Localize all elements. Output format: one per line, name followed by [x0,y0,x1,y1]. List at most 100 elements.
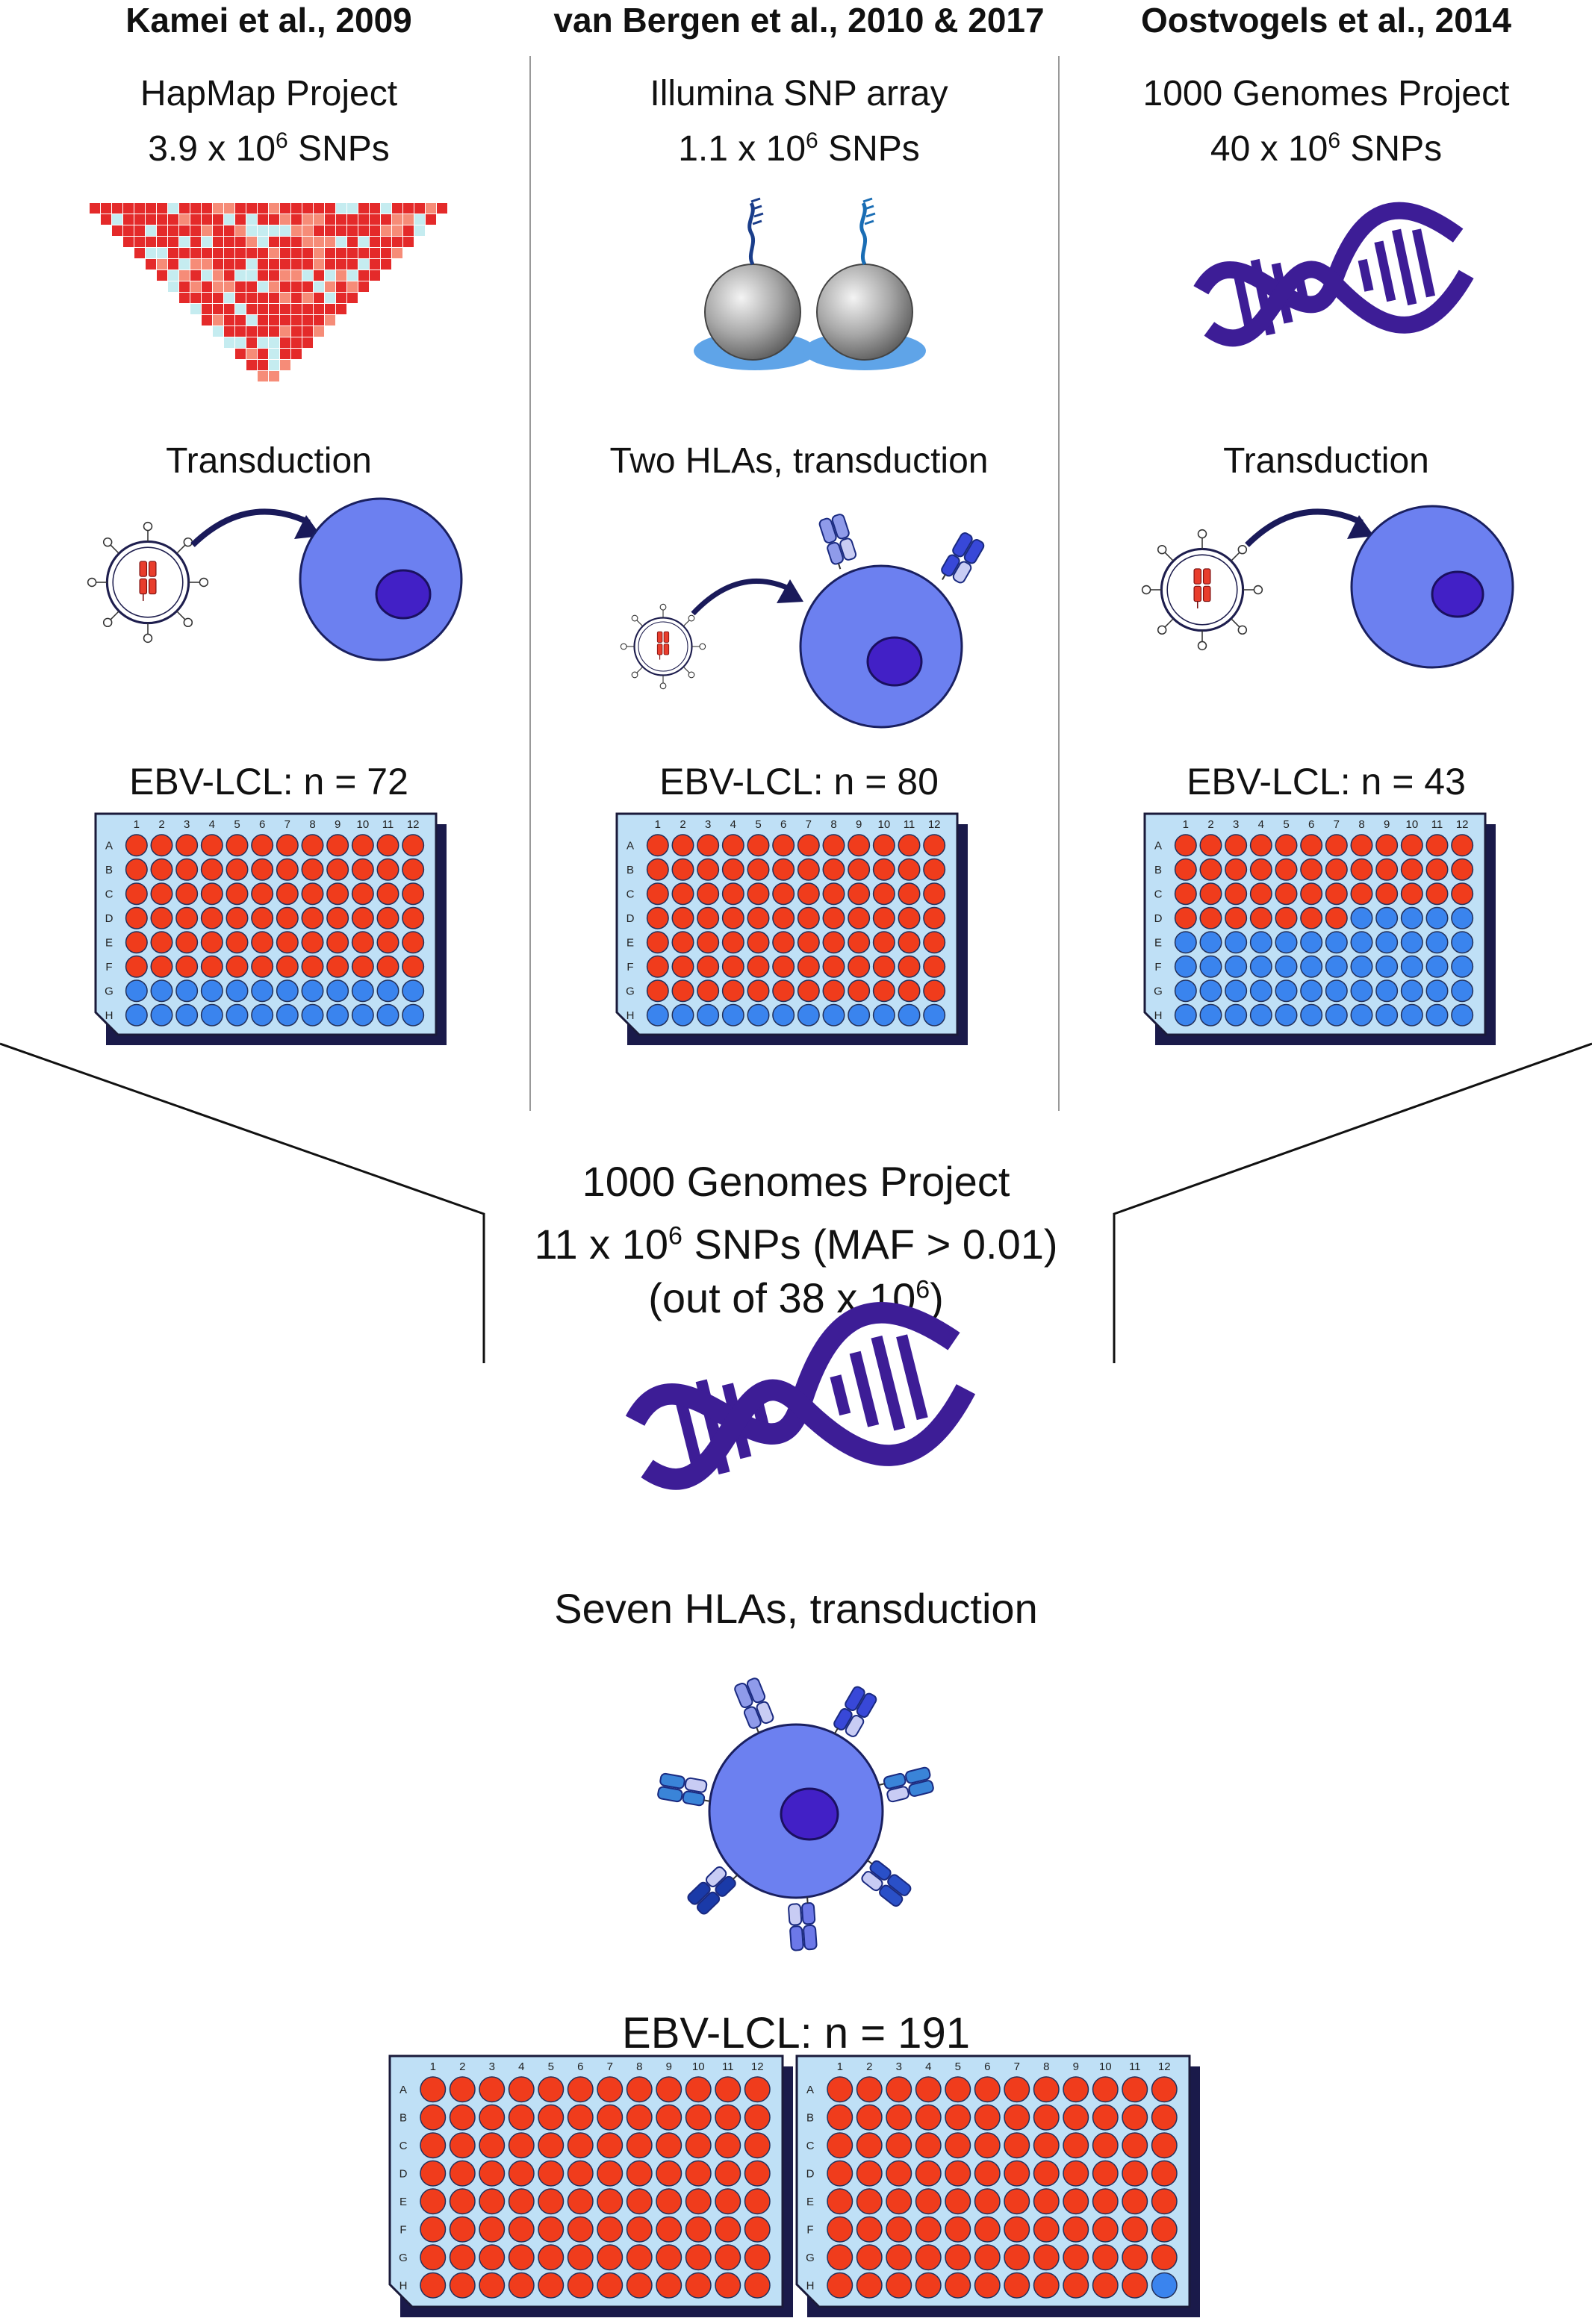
plate-well [1400,858,1423,881]
ld-cell [392,248,402,258]
ld-cell [246,315,257,325]
ld-cell [280,360,290,370]
plate-well [508,2132,535,2159]
plate-well [301,955,324,978]
ld-cell [258,349,268,359]
plate-column-label: 10 [692,2060,705,2073]
plate-well [351,882,374,906]
plate-well [886,2216,912,2243]
ld-cell [347,237,358,247]
plate-well [1275,882,1298,906]
plate-column-label: 5 [955,2060,961,2073]
plate-column-label: 2 [1207,818,1213,831]
plate-row-label: E [105,936,113,949]
plate-column-label: 8 [636,2060,642,2073]
plate-well [567,2076,594,2103]
plate-well [1275,979,1298,1003]
plate-well [538,2216,565,2243]
ld-cell [202,248,212,258]
plate-well [175,931,199,954]
plate-column-label: 9 [1073,2060,1079,2073]
ld-cell [134,214,145,225]
ld-cell [336,270,346,281]
plate-well [822,882,845,906]
ld-cell [269,315,279,325]
plate-well [685,2216,712,2243]
plate-well [479,2272,506,2299]
ld-cell [269,293,279,303]
plate-well [797,906,820,929]
plate-well [1151,2104,1178,2131]
plate-column-label: 6 [259,818,265,831]
ld-cell [246,337,257,348]
plate-row-label: A [806,2084,814,2096]
plate-row-label: D [399,2167,408,2180]
plate-well [923,858,946,881]
plate-well [125,882,148,906]
ld-cell [403,237,414,247]
ld-cell [224,326,234,337]
plate-well [1275,834,1298,857]
plate-well [827,2244,853,2271]
plate-well [1225,906,1248,929]
ld-cell [202,214,212,225]
plate-well [1375,858,1399,881]
ld-cell [146,203,156,214]
hla-molecule-icon [936,530,986,591]
ld-cell [235,349,246,359]
ld-cell [146,237,156,247]
plate-well [747,1003,770,1027]
plate-well [856,2160,883,2187]
plate-column-label: 10 [877,818,890,831]
plate-well [402,834,425,857]
ld-cell [336,237,346,247]
ld-cell [101,203,111,214]
plate-well [508,2244,535,2271]
plate-column-label: 7 [1334,818,1340,831]
ld-cell [280,214,290,225]
plate-well [376,955,399,978]
ld-cell [325,214,335,225]
plate-well [974,2160,1001,2187]
plate-well [848,955,871,978]
plate-row-label: E [626,936,634,949]
plate-well [1350,858,1373,881]
plate-well [1451,834,1474,857]
plate-well [923,979,946,1003]
plate-well [226,834,249,857]
plate-well [898,834,921,857]
plate-well [626,2272,653,2299]
plate-well [376,858,399,881]
ld-cell [336,203,346,214]
ld-cell [314,293,324,303]
ld-cell [314,259,324,270]
virus-particle-icon [1141,529,1263,651]
plate-column-label: 3 [184,818,190,831]
ld-cell [134,225,145,236]
plate-well [402,955,425,978]
ld-cell [190,270,201,281]
plate-column-label: 3 [489,2060,495,2073]
plate-well [697,1003,720,1027]
ld-cell [291,237,302,247]
plate-well [923,955,946,978]
plate-well [1174,979,1197,1003]
plate-well [848,906,871,929]
plate-row-label: H [105,1009,114,1022]
plate-well [856,2104,883,2131]
plate-row-label: B [399,2111,407,2124]
plate-well [848,979,871,1003]
plate-well [449,2104,476,2131]
ld-cell [280,203,290,214]
plate-well [974,2076,1001,2103]
plate-well [1225,858,1248,881]
plate-well [1350,906,1373,929]
ld-cell [302,259,313,270]
ld-cell [246,270,257,281]
plate-well [479,2244,506,2271]
plate-well [671,906,694,929]
plate-well [656,2132,682,2159]
ld-cell [314,237,324,247]
plate-well [715,2160,741,2187]
ld-cell [235,326,246,337]
